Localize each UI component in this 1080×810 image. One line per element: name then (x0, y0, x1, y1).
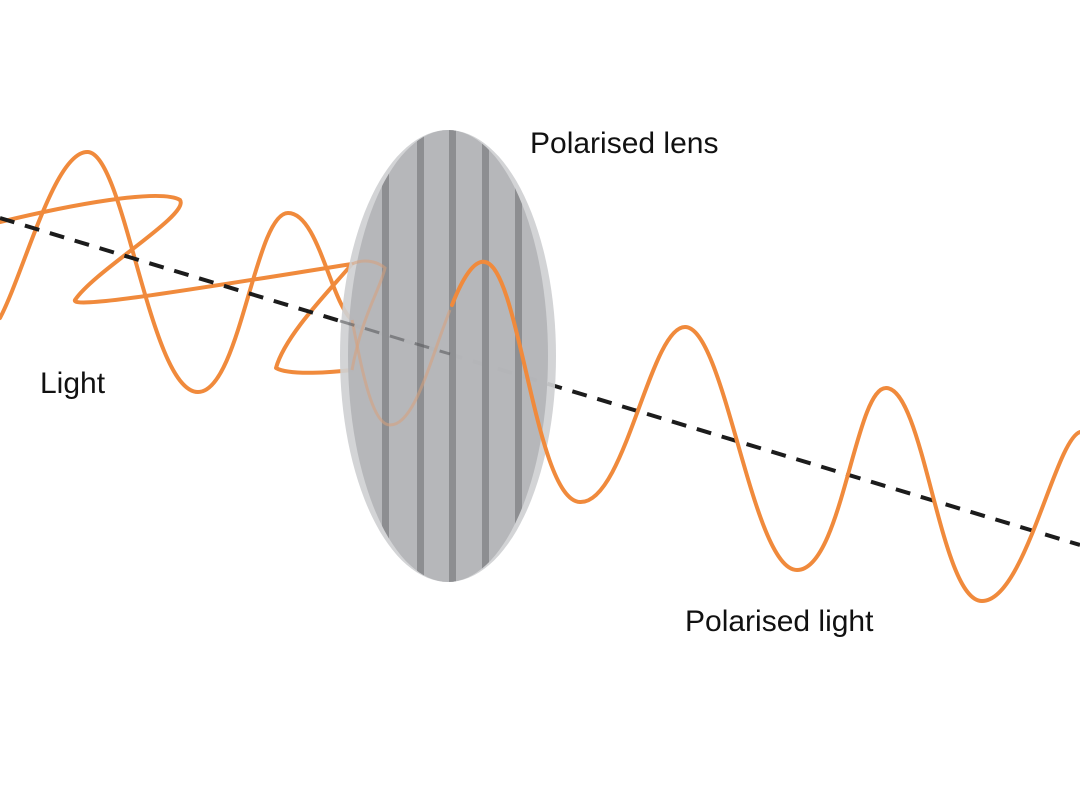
unpolarised-wave-horizontal (0, 193, 354, 375)
polarised-wave (450, 259, 1080, 603)
lens-filter-lines (382, 130, 522, 582)
light-label: Light (40, 367, 106, 400)
lens-wave-ghost (350, 309, 452, 427)
unpolarised-wave-vertical (0, 149, 354, 394)
polarised-light-label: Polarised light (685, 605, 874, 638)
lens-wave-ghost-horizontal (350, 259, 387, 371)
polarised-lens (339, 130, 556, 582)
lens-axis-ghost (339, 319, 451, 356)
propagation-axis (0, 216, 1080, 547)
polarised-lens-label: Polarised lens (530, 127, 719, 160)
